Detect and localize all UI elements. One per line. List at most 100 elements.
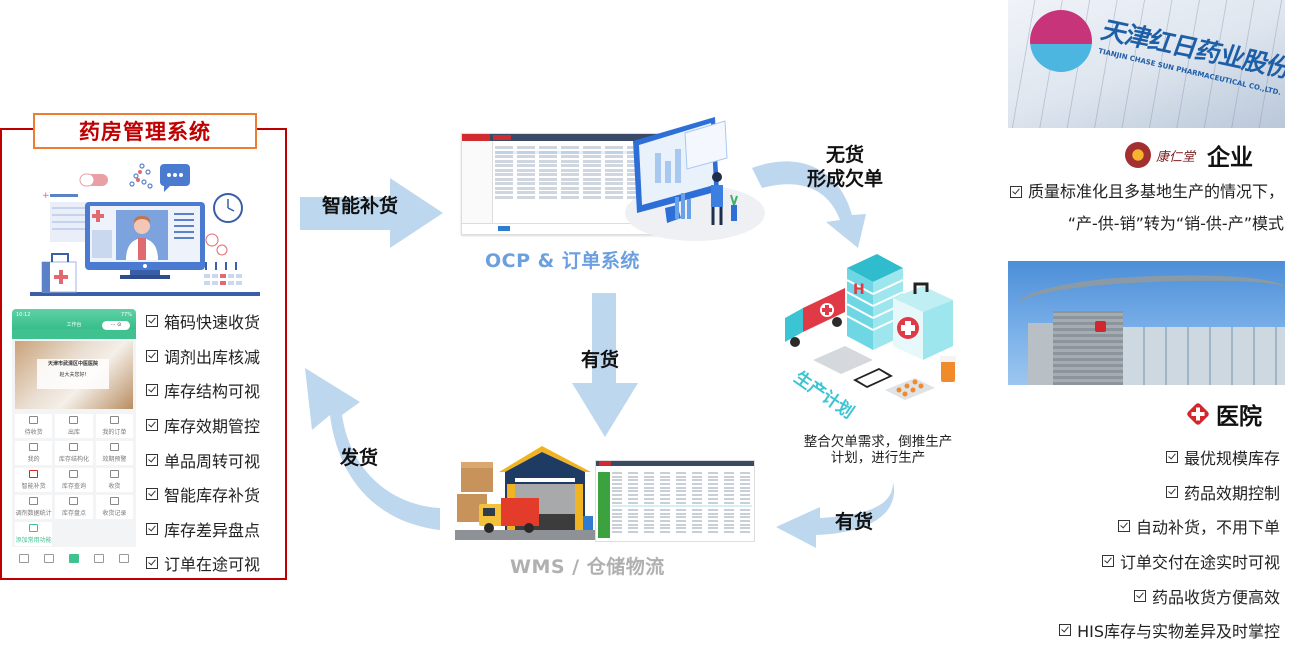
record-icon <box>109 497 119 505</box>
warning-icon <box>109 443 119 451</box>
production-plan-illustration: H 生产计划 <box>785 254 956 423</box>
enterprise-heading: 康仁堂 企业 <box>1125 139 1253 171</box>
grid-item[interactable]: 我的 <box>15 441 53 465</box>
checkbox-icon <box>1059 624 1072 637</box>
grid-item[interactable]: 效期预警 <box>95 441 133 465</box>
checkbox-icon <box>1009 186 1022 198</box>
grid-item[interactable]: 我的订单 <box>95 414 133 438</box>
checkbox-icon <box>1101 555 1114 568</box>
ocp-tab <box>493 135 511 140</box>
telemedicine-doctor-illustration: + <box>30 163 260 296</box>
feature-item: 药品收货方便高效 <box>1040 578 1280 613</box>
analytics-person-illustration <box>625 117 765 241</box>
grid-item[interactable]: 库存盘点 <box>55 495 93 519</box>
checkbox-icon <box>146 522 158 535</box>
kangrentang-logo-icon <box>1125 142 1151 168</box>
arrow-curve-ship <box>305 368 440 530</box>
user-icon <box>29 443 39 451</box>
feature-item: 单品周转可视 <box>146 442 286 477</box>
add-function-button[interactable]: 添加常用功能 <box>15 522 53 546</box>
phone-banner: 天津市武清区中医医院 赵大夫您好! <box>15 341 133 409</box>
inventory-check-icon <box>69 497 79 505</box>
grid-item[interactable]: 收货 <box>95 468 133 492</box>
tab-replenish[interactable] <box>44 553 55 563</box>
hospital-feature-list: 最优规模库存 药品效期控制 自动补货，不用下单 订单交付在途实时可视 药品收货方… <box>1040 440 1280 648</box>
phone-function-grid: 待收货 出库 我的订单 我的 库存结构化 效期预警 智能补货 库存查询 收货 调… <box>12 411 136 549</box>
production-plan-stamp: 生产计划 <box>790 367 858 423</box>
replenish-icon <box>29 470 39 478</box>
checkbox-icon <box>146 453 158 466</box>
checkbox-icon <box>1133 589 1146 602</box>
svg-text:H: H <box>853 282 865 298</box>
ocp-pagination <box>462 223 657 234</box>
mobile-app-screenshot: 10:12 77% 工作台 ··· ⊙ 天津市武清区中医医院 赵大夫您好! 待收… <box>12 309 136 569</box>
hospital-building-photo <box>1008 261 1285 385</box>
tab-receive[interactable] <box>19 553 30 563</box>
tab-report[interactable] <box>118 553 129 563</box>
feature-item: 库存效期管控 <box>146 408 286 443</box>
grid-item[interactable]: 智能补货 <box>15 468 53 492</box>
capsule-menu-button[interactable]: ··· ⊙ <box>102 321 130 330</box>
brand-name: 康仁堂 <box>1156 149 1196 165</box>
grid-item[interactable]: 收货记录 <box>95 495 133 519</box>
phone-header: 工作台 ··· ⊙ <box>12 321 136 339</box>
statistics-icon <box>29 497 39 505</box>
structure-icon <box>69 443 79 451</box>
wms-status-column <box>598 472 610 538</box>
label-smart-replenish: 智能补货 <box>322 195 399 217</box>
wms-caption: WMS / 仓储物流 <box>510 556 665 578</box>
checkbox-icon <box>146 488 158 501</box>
label-in-stock-down: 有货 <box>581 349 620 371</box>
plus-icon <box>29 524 39 532</box>
grid-item[interactable]: 库存查询 <box>55 468 93 492</box>
feature-item: 订单在途可视 <box>146 546 286 581</box>
pill-dots-icon <box>129 163 153 189</box>
hospital-sign-cross-icon <box>1095 321 1106 332</box>
grid-item[interactable]: 出库 <box>55 414 93 438</box>
ocp-caption: OCP & 订单系统 <box>485 250 640 272</box>
ocp-logo <box>462 134 490 141</box>
calendar-icon <box>204 262 242 285</box>
checkbox-icon <box>146 557 158 570</box>
banner-card: 天津市武清区中医医院 赵大夫您好! <box>37 359 109 389</box>
phone-header-title: 工作台 <box>66 322 82 328</box>
phone-tab-bar <box>12 547 136 569</box>
order-icon <box>109 416 119 424</box>
ocp-sidebar <box>462 141 493 224</box>
warehouse-icon <box>69 470 79 478</box>
svg-text:+: + <box>42 191 50 201</box>
arrow-curve-to-production <box>752 161 866 248</box>
checkbox-icon <box>146 315 158 328</box>
label-ship: 发货 <box>340 447 379 469</box>
enterprise-description: 质量标准化且多基地生产的情况下， “产-供-销”转为“销-供-产”模式 <box>950 176 1284 240</box>
greeting: 赵大夫您好! <box>59 372 87 378</box>
feature-item: 订单交付在途实时可视 <box>1040 544 1280 579</box>
checkbox-icon <box>146 349 158 362</box>
checkbox-icon <box>1165 485 1178 498</box>
grid-item[interactable]: 待收货 <box>15 414 53 438</box>
status-time: 10:12 <box>16 312 31 318</box>
grid-item[interactable]: 调剂数据统计 <box>15 495 53 519</box>
checkbox-icon <box>146 384 158 397</box>
arrow-curve-to-wms <box>776 482 895 548</box>
tab-home[interactable] <box>68 553 79 563</box>
monitor-icon <box>85 202 205 279</box>
feature-item: 最优规模库存 <box>1040 440 1280 475</box>
wms-topbar <box>596 461 754 466</box>
tab-inventory[interactable] <box>93 553 104 563</box>
feature-item: 箱码快速收货 <box>146 304 286 339</box>
grid-item[interactable]: 库存结构化 <box>55 441 93 465</box>
checkbox-icon <box>146 419 158 432</box>
feature-item: 自动补货，不用下单 <box>1040 509 1280 544</box>
wms-table <box>612 472 752 535</box>
feature-item: 库存结构可视 <box>146 373 286 408</box>
feature-item: HIS库存与实物差异及时掌控 <box>1040 613 1280 648</box>
chase-sun-logo <box>1030 10 1092 72</box>
feature-item: 库存差异盘点 <box>146 512 286 547</box>
warehouse-truck-illustration <box>455 446 607 540</box>
status-battery: 77% <box>120 312 132 318</box>
receive-icon <box>109 470 119 478</box>
medical-kit-icon <box>41 253 77 293</box>
production-caption: 整合欠单需求，倒推生产 计划，进行生产 <box>803 434 953 466</box>
